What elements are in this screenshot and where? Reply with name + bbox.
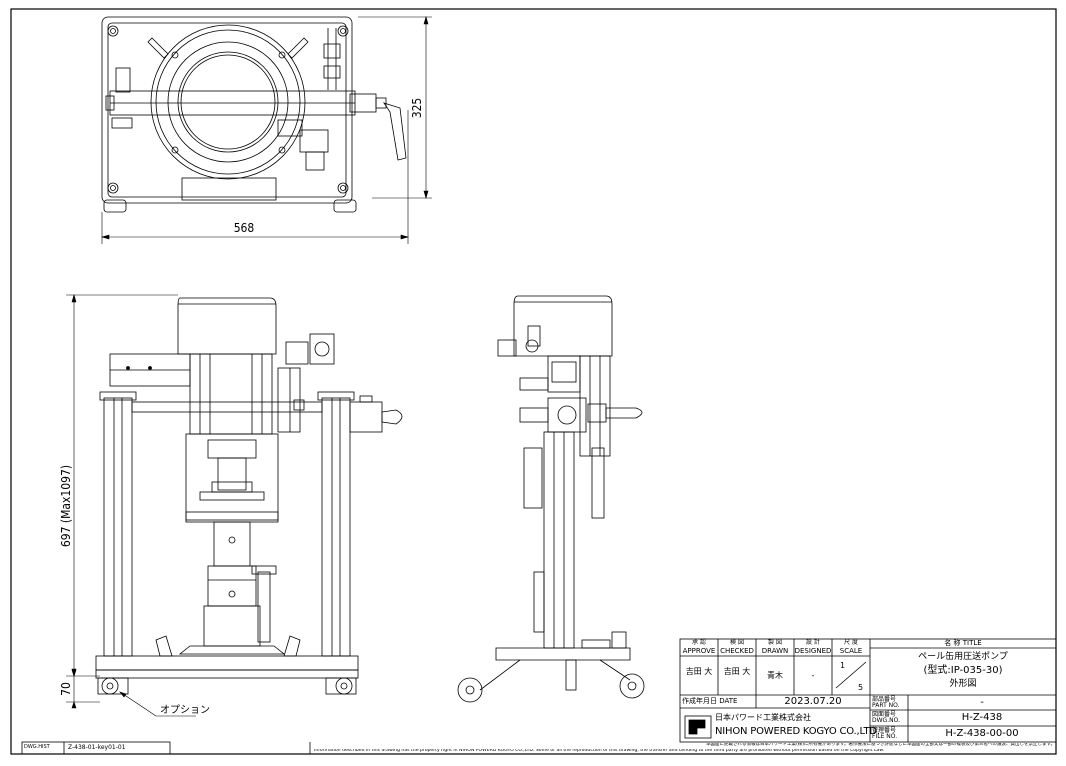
checked-signature: 吉田 大 (723, 667, 751, 676)
dim-top-depth: 325 (410, 98, 424, 119)
title-block-frame (679, 638, 1057, 743)
front-view (95, 297, 403, 695)
title-label-jp: 名 称 (944, 639, 961, 647)
dwg-hist-value: Z-438-01-key01-01 (68, 744, 126, 751)
dim-top-width: 568 (234, 221, 255, 235)
scale-label: SCALE (839, 647, 863, 655)
side-view (457, 295, 645, 703)
dwg-no-value: H-Z-438 (961, 712, 1003, 723)
top-view (101, 16, 407, 213)
date-value: 2023.07.20 (784, 696, 842, 707)
footer-frame (21, 741, 311, 755)
title-line-3: 外形図 (949, 679, 977, 689)
approve-label: APPROVE (682, 647, 716, 655)
approve-label-jp: 承 認 (692, 639, 706, 646)
drawn-signature: 青木 (767, 671, 783, 680)
drawn-label-jp: 製 図 (768, 639, 782, 646)
scale-denominator: 5 (858, 683, 864, 692)
dim-base-height: 70 (59, 682, 73, 696)
file-no-label: 管理番号 FILE NO. (872, 727, 898, 741)
scale-numerator: 1 (840, 661, 846, 670)
checked-label: CHECKED (720, 647, 754, 655)
dimension-lines-front (66, 293, 196, 717)
designed-label: DESIGNED (794, 647, 832, 655)
scale-label-jp: 尺 度 (844, 639, 858, 646)
title-line-1: ペール缶用圧送ポンプ (918, 652, 1008, 662)
approve-signature: 吉田 大 (685, 667, 713, 676)
dimension-lines-top (100, 15, 432, 244)
copyright-notice-jp: 本図面に記載される情報は日本パワード工業(株)に所有権があります。著作権法に基づ… (706, 743, 1056, 747)
option-callout: オプション (160, 704, 210, 716)
copyright-notice: Information described in this drawing ha… (314, 749, 885, 753)
dwg-no-label: 図面番号 DWG.NO. (872, 711, 900, 725)
title-label-en: TITLE (962, 639, 982, 647)
designed-label-jp: 設 計 (806, 639, 820, 646)
part-no-label: 部品番号 PART NO. (872, 696, 900, 710)
title-line-2: (型式:IP-035-30) (923, 665, 1003, 676)
date-label: 作成年月日 DATE (682, 697, 738, 705)
drawn-label: DRAWN (761, 647, 789, 655)
file-no-value: H-Z-438-00-00 (945, 728, 1019, 739)
part-no-value: - (980, 697, 984, 708)
checked-label-jp: 検 図 (730, 639, 744, 646)
dim-front-height: 697 (Max1097) (59, 465, 73, 547)
company-name-en: NIHON POWERED KOGYO CO.,LTD. (715, 726, 880, 737)
sheet-border (10, 8, 1057, 755)
designed-value: - (811, 671, 815, 680)
title-label: 名 称 TITLE (870, 640, 1056, 647)
company-name-jp: 日本パワード工業株式会社 (715, 713, 811, 722)
dwg-hist-label: DWG.HIST (24, 744, 50, 750)
